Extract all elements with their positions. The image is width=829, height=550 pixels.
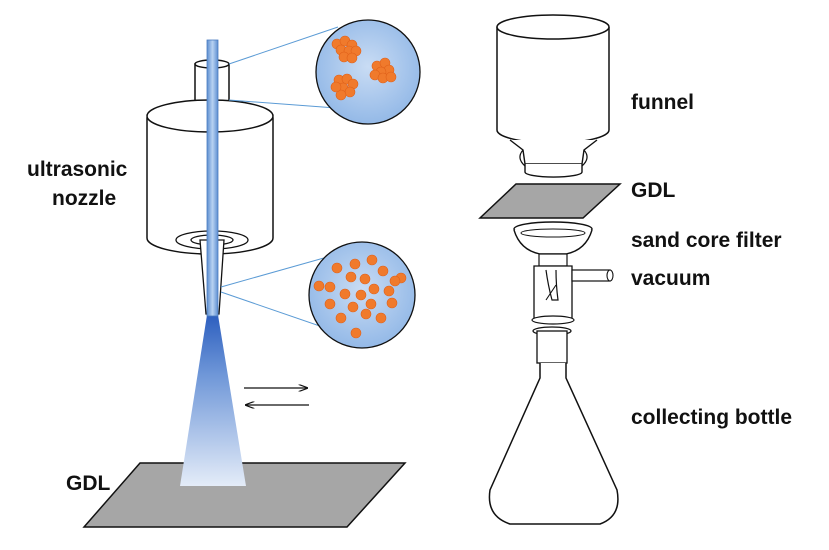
particle	[346, 52, 358, 64]
sand-core-filter-icon	[513, 221, 614, 325]
ultrasonic-nozzle-icon	[146, 39, 274, 317]
gdl-right-label: GDL	[631, 179, 676, 202]
zoom-circle-agglomerated	[315, 19, 421, 125]
particle	[359, 273, 371, 285]
particle	[344, 86, 356, 98]
funnel-icon	[496, 14, 610, 178]
collecting-bottle-icon	[488, 326, 619, 525]
particle	[324, 281, 336, 293]
particles	[313, 35, 407, 339]
particle	[339, 288, 351, 300]
particle	[349, 258, 361, 270]
gdl-left-label: GDL	[66, 472, 111, 495]
gdl-sheet-left	[82, 462, 407, 528]
particle	[360, 308, 372, 320]
vacuum-label: vacuum	[631, 267, 711, 290]
particle	[385, 71, 397, 83]
particle	[366, 254, 378, 266]
particle	[335, 89, 347, 101]
particle	[324, 298, 336, 310]
particle	[377, 265, 389, 277]
gdl-sheet-right	[478, 183, 622, 219]
collecting-bottle-label: collecting bottle	[631, 406, 793, 429]
particle	[350, 327, 362, 339]
particle	[383, 285, 395, 297]
funnel-label: funnel	[631, 91, 694, 114]
spray-cone-icon	[180, 315, 246, 486]
movement-arrows-icon	[244, 388, 309, 405]
ultrasonic-label: ultrasonic	[27, 158, 128, 181]
particle	[365, 298, 377, 310]
nozzle-label: nozzle	[52, 187, 117, 210]
particle	[330, 81, 342, 93]
particle	[375, 312, 387, 324]
particle	[355, 289, 367, 301]
sand-core-filter-label: sand core filter	[631, 229, 782, 252]
particle	[386, 297, 398, 309]
particle	[331, 262, 343, 274]
particle	[313, 280, 325, 292]
particle	[389, 275, 401, 287]
particle	[347, 301, 359, 313]
particle	[335, 312, 347, 324]
particle	[368, 283, 380, 295]
particle	[345, 271, 357, 283]
